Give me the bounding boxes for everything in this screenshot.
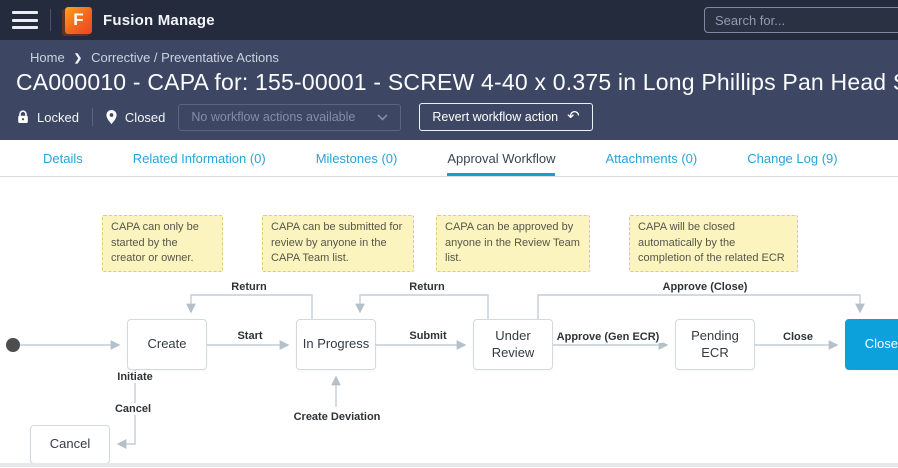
breadcrumb-workspace[interactable]: Corrective / Preventative Actions — [91, 50, 279, 65]
search-input[interactable] — [704, 7, 898, 33]
tab-milestones[interactable]: Milestones (0) — [315, 150, 398, 166]
lock-status: Locked — [17, 110, 79, 125]
transition-create-deviation: Create Deviation — [290, 411, 384, 423]
workflow-note: CAPA will be closed automatically by the… — [629, 215, 798, 272]
lock-label: Locked — [37, 109, 79, 125]
breadcrumb-home[interactable]: Home — [30, 50, 65, 65]
workflow-note: CAPA can only be started by the creator … — [102, 215, 223, 272]
breadcrumb: Home ❯ Corrective / Preventative Actions — [0, 40, 898, 65]
workflow-state-create: Create — [127, 319, 207, 370]
revert-workflow-button-label: Revert workflow action — [432, 110, 559, 124]
workflow-actions-dropdown-label: No workflow actions available — [191, 110, 356, 124]
transition-start: Start — [234, 330, 266, 342]
tab-related-information[interactable]: Related Information (0) — [132, 150, 266, 166]
transition-approve-gen-ecr: Approve (Gen ECR) — [553, 331, 663, 343]
topbar-divider — [50, 9, 51, 31]
page-title: CA000010 - CAPA for: 155-00001 - SCREW 4… — [16, 69, 898, 95]
state-pin-icon — [106, 110, 117, 124]
status-row: Locked Closed No workflow actions availa… — [0, 103, 898, 131]
tab-attachments[interactable]: Attachments (0) — [605, 150, 698, 166]
logo-letter: F — [73, 10, 84, 29]
workflow-state-closed: Closed — [845, 319, 898, 370]
tab-details[interactable]: Details — [43, 150, 83, 166]
workflow-state-cancel: Cancel — [30, 425, 110, 464]
workflow-edges — [20, 294, 865, 449]
workflow-state: Closed — [106, 110, 165, 125]
transition-return-to-in-progress: Return — [406, 281, 448, 293]
chevron-right-icon: ❯ — [73, 53, 83, 64]
app-title: Fusion Manage — [103, 11, 215, 29]
tab-bar: Details Related Information (0) Mileston… — [0, 140, 898, 177]
undo-arrow-icon: ↶ — [567, 107, 580, 125]
transition-cancel: Cancel — [111, 403, 155, 415]
chevron-down-icon — [377, 113, 388, 121]
tab-change-log[interactable]: Change Log (9) — [747, 150, 838, 166]
fusion-logo: F — [65, 6, 92, 34]
revert-workflow-button[interactable]: Revert workflow action ↶ — [419, 103, 593, 131]
transition-approve-close: Approve (Close) — [659, 281, 751, 293]
transition-initiate: Initiate — [114, 371, 156, 383]
workflow-actions-dropdown[interactable]: No workflow actions available — [178, 103, 402, 131]
state-label: Closed — [124, 109, 166, 125]
workflow-note: CAPA can be submitted for review by anyo… — [262, 215, 414, 272]
tab-approval-workflow[interactable]: Approval Workflow — [447, 140, 556, 176]
transition-return-to-create: Return — [228, 281, 270, 293]
bottom-scrollbar-track[interactable] — [0, 463, 898, 467]
workflow-state-pending-ecr: Pending ECR — [675, 319, 755, 370]
top-bar: F Fusion Manage — [0, 0, 898, 40]
transition-close: Close — [780, 331, 816, 343]
approval-workflow-panel: CAPA can only be started by the creator … — [0, 177, 898, 467]
transition-submit: Submit — [406, 330, 450, 342]
workflow-note: CAPA can be approved by anyone in the Re… — [436, 215, 590, 272]
workflow-state-in-progress: In Progress — [296, 319, 376, 370]
workflow-start-node — [6, 338, 20, 352]
status-divider — [91, 108, 93, 126]
workflow-state-under-review: Under Review — [473, 319, 553, 370]
lock-icon — [18, 110, 28, 123]
record-header: Home ❯ Corrective / Preventative Actions… — [0, 40, 898, 140]
hamburger-menu-icon[interactable] — [12, 11, 38, 29]
